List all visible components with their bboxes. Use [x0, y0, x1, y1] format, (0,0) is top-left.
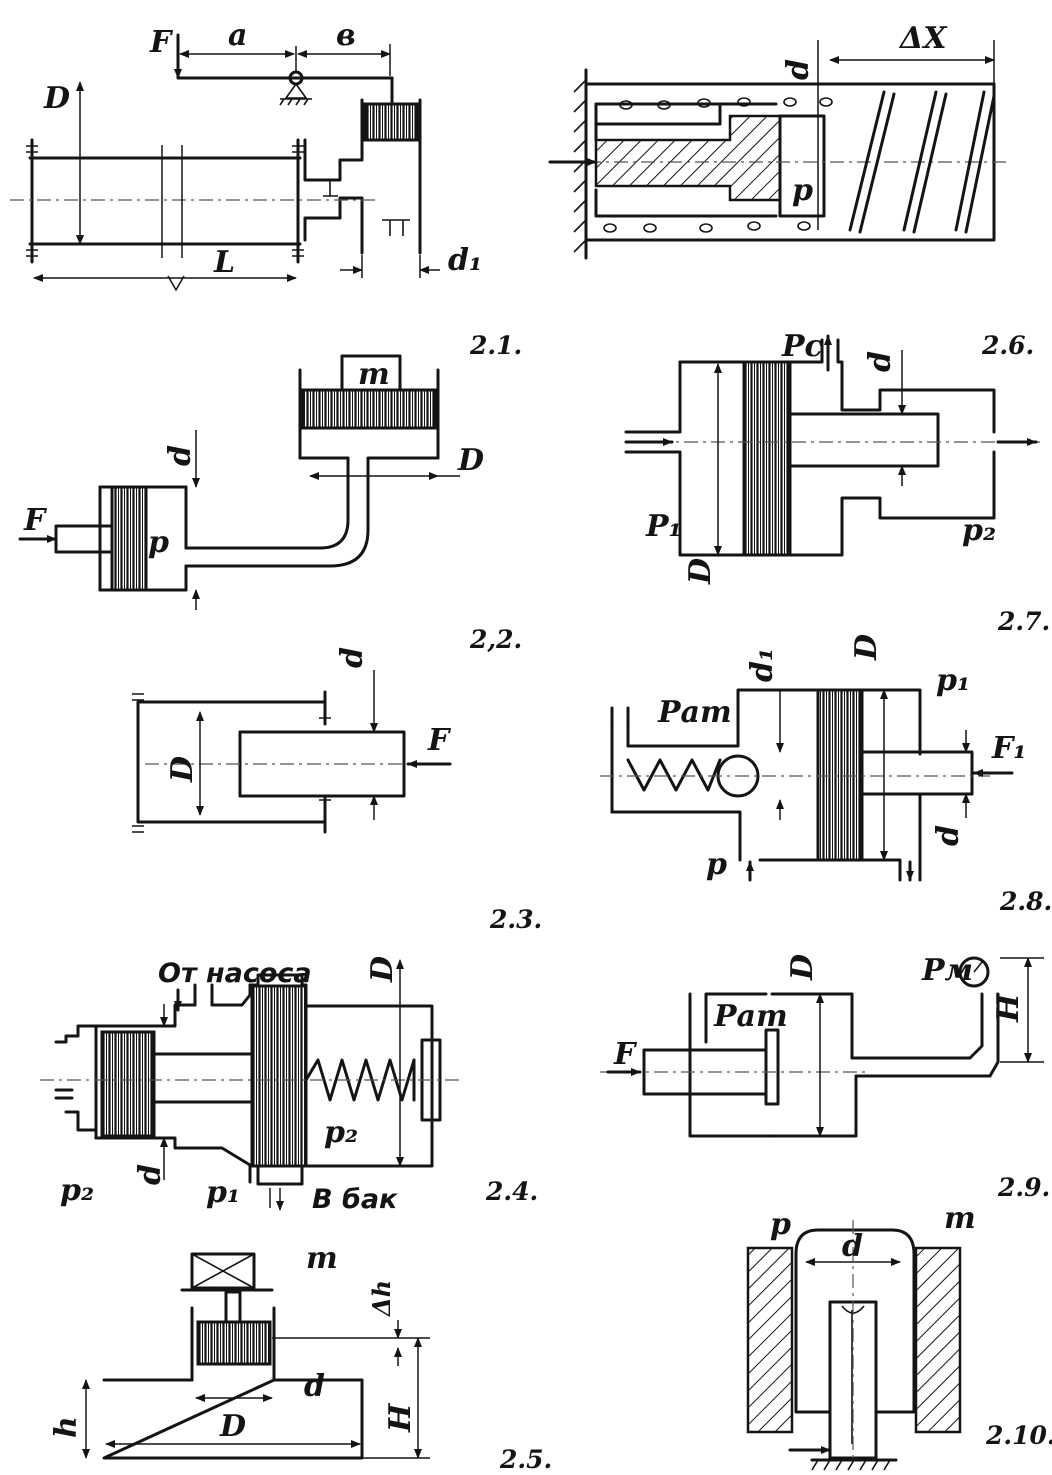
- figure-2-5: [82, 1252, 430, 1460]
- label-2-4-d: d: [133, 1164, 168, 1185]
- figure-2-6: [548, 40, 1010, 260]
- label-2-1-force: F: [149, 25, 174, 60]
- label-2-3-d: d: [335, 647, 370, 668]
- figure-2-1: [10, 33, 440, 292]
- figure-2-9: [600, 956, 1044, 1138]
- label-2-6-d: d: [781, 59, 816, 80]
- label-2-2-m: m: [358, 357, 390, 392]
- label-2-4-from-pump: От насоса: [158, 958, 312, 989]
- label-2-5-dh: Δh: [367, 1280, 396, 1317]
- label-2-2-d: d: [163, 445, 198, 466]
- label-2-10-m: m: [944, 1201, 976, 1236]
- label-2-9-pat: Pат: [713, 999, 788, 1034]
- label-2-7-p2: p₂: [962, 513, 996, 548]
- label-2-4-p2-right: p₂: [324, 1115, 358, 1150]
- label-2-5-d: d: [304, 1369, 325, 1404]
- label-2-3-D: D: [165, 756, 200, 783]
- label-2-7-d: d: [863, 351, 898, 372]
- figure-2-7: [624, 334, 1040, 557]
- label-2-4-D: D: [365, 956, 400, 983]
- label-2-5-m: m: [306, 1241, 338, 1276]
- figure-number-2-3: 2.3.: [489, 905, 542, 934]
- figure-number-2-5: 2.5.: [499, 1445, 552, 1474]
- label-2-8-d: d: [931, 825, 966, 846]
- label-2-9-D: D: [785, 954, 820, 981]
- figure-2-10: [746, 1220, 962, 1471]
- label-2-1-b: в: [336, 18, 356, 53]
- figure-number-2-2: 2,2.: [469, 625, 522, 654]
- label-2-6-dx: ΔX: [898, 21, 948, 56]
- label-2-8-F1: F₁: [991, 731, 1026, 766]
- label-2-8-p1: p₁: [936, 663, 970, 698]
- label-2-8-D: D: [849, 634, 884, 661]
- label-2-10-d: d: [842, 1229, 863, 1264]
- label-2-9-H: H: [991, 992, 1026, 1023]
- label-2-8-d1: d₁: [745, 648, 780, 682]
- label-2-5-h: h: [49, 1416, 84, 1438]
- figure-number-2-4: 2.4.: [485, 1177, 538, 1206]
- label-2-6-p: p: [792, 173, 813, 208]
- label-2-1-a: a: [228, 18, 247, 53]
- label-2-2-F: F: [23, 503, 48, 538]
- figure-2-4: [40, 959, 460, 1211]
- label-2-5-D: D: [219, 1409, 246, 1444]
- figure-number-2-7: 2.7.: [997, 607, 1050, 636]
- label-2-8-p: p: [706, 847, 727, 882]
- figure-2-3: [132, 670, 452, 834]
- figure-2-2: [18, 354, 460, 610]
- figure-number-2-10: 2.10.: [985, 1421, 1052, 1450]
- figure-number-2-6: 2.6.: [981, 331, 1034, 360]
- label-2-10-p: p: [770, 1207, 791, 1242]
- label-2-1-D: D: [43, 81, 70, 116]
- label-2-2-p: p: [148, 525, 169, 560]
- label-2-4-to-tank: В бак: [312, 1184, 398, 1215]
- label-2-2-D: D: [457, 443, 484, 478]
- label-2-9-pm: Pм: [921, 953, 973, 988]
- label-2-7-p1: P₁: [645, 509, 682, 544]
- label-2-5-H: H: [383, 1402, 418, 1433]
- figure-number-2-1: 2.1.: [469, 331, 522, 360]
- figure-number-2-8: 2.8.: [999, 887, 1052, 916]
- label-2-1-L: L: [213, 245, 235, 280]
- figure-number-2-9: 2.9.: [997, 1173, 1050, 1202]
- label-2-3-F: F: [427, 723, 452, 758]
- label-2-9-F: F: [613, 1037, 638, 1072]
- label-2-1-d1: d₁: [448, 243, 482, 278]
- label-2-8-pat: Pат: [657, 695, 732, 730]
- label-2-4-p1: p₁: [206, 1175, 240, 1210]
- label-2-4-p2-left: p₂: [60, 1173, 94, 1208]
- figure-2-8: [600, 688, 1014, 882]
- label-2-7-D: D: [683, 558, 718, 585]
- label-2-7-pc: Pc: [781, 329, 823, 364]
